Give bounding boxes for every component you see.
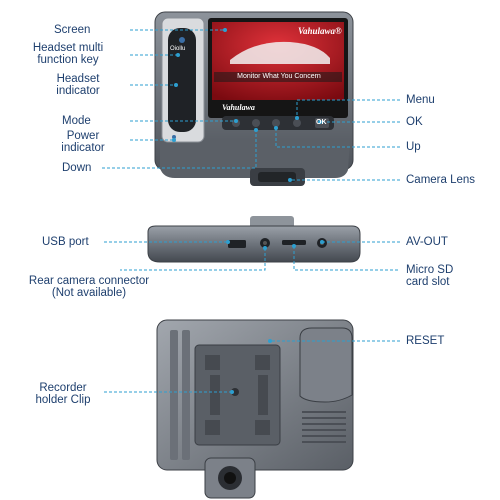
label-recorder-holder-clip: Recorder holder Clip [22,382,104,406]
label-headset-indicator: Headset indicator [28,73,128,97]
label-screen: Screen [54,24,91,36]
label-usb-port: USB port [42,236,89,248]
bezel-brand-text: Vahulawa [222,103,255,112]
usb-port [228,240,246,248]
side-view [147,216,361,263]
label-av-out: AV-OUT [406,236,448,248]
label-ok: OK [406,116,423,128]
leader-lines [102,29,400,393]
label-mode: Mode [62,115,91,127]
label-power-indicator: Power indicator [38,130,128,154]
label-headset-key-line2: function key [37,54,99,66]
back-view [156,319,354,499]
label-micro-sd-line1: Micro SD [406,264,454,276]
front-view [154,11,354,186]
label-headset-key-line1: Headset multi [32,42,104,54]
label-headset-indicator-line2: indicator [56,85,100,97]
label-headset-key: Headset multi function key [8,42,128,66]
label-camera-lens: Camera Lens [406,174,476,186]
label-recorder-holder-clip-line1: Recorder [39,382,87,394]
label-headset-indicator-line1: Headset [56,73,100,85]
label-rear-camera: Rear camera connector (Not available) [4,275,174,299]
label-micro-sd: Micro SD card slot [406,264,453,288]
label-recorder-holder-clip-line2: holder Clip [35,394,91,406]
headset-logo-text: Oiollu [170,46,186,52]
label-micro-sd-line2: card slot [406,276,450,288]
screen-brand-text: Vahulawa® [298,26,342,36]
label-rear-camera-line1: Rear camera connector [28,275,150,287]
label-power-indicator-line2: indicator [61,142,105,154]
label-reset: RESET [406,335,445,347]
power-indicator-light [172,135,176,139]
headset-indicator-light [179,37,185,43]
label-down: Down [62,162,92,174]
screen-tagline-text: Monitor What You Concern [237,73,321,80]
micro-sd-slot [282,240,306,245]
holder-clip-screw [231,388,239,396]
label-up: Up [406,141,421,153]
label-menu: Menu [406,94,435,106]
label-power-indicator-line1: Power [66,130,100,142]
label-rear-camera-line2: (Not available) [51,287,127,299]
ok-key-text: OK [316,119,327,126]
